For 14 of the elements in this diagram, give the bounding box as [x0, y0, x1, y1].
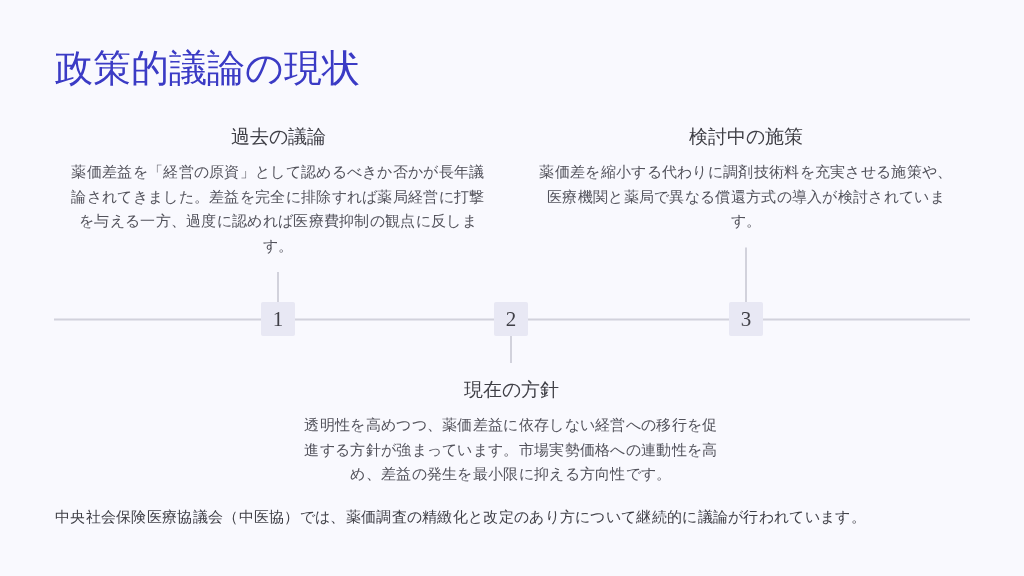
step-marker: 2	[494, 302, 528, 336]
entry-text: 透明性を高めつつ、薬価差益に依存しない経営への移行を促進する方針が強まっています。市場実勢価格への連動性を高め、差益の発生を最小限に抑える方向性です。	[303, 415, 719, 485]
step-marker: 1	[261, 302, 295, 336]
entry-heading: 現在の方針	[463, 378, 559, 402]
connector-line	[510, 335, 512, 364]
entry-text: 薬価差益を「経営の原資」として認めるべきか否かが長年議論されてきました。差益を完全に排除すれば薬局経営に打撃を与える一方、過度に認めれば医療費抑制の観点に反します。	[70, 162, 486, 257]
footnote: 中央社会保険医療協議会（中医協）では、薬価調査の精緻化と改定のあり方について継続的に議論が行われています。	[55, 507, 866, 528]
entry-text: 薬価差を縮小する代わりに調剤技術料を充実させる施策や、医療機関と薬局で異なる償還方式の導入が検討されています。	[538, 162, 954, 232]
page-title: 政策的議論の現状	[55, 45, 360, 91]
step-marker: 3	[729, 302, 763, 336]
entry-heading: 過去の議論	[230, 125, 326, 149]
entry-heading: 検討中の施策	[689, 125, 803, 149]
connector-line	[745, 246, 747, 303]
connector-line	[277, 271, 279, 303]
